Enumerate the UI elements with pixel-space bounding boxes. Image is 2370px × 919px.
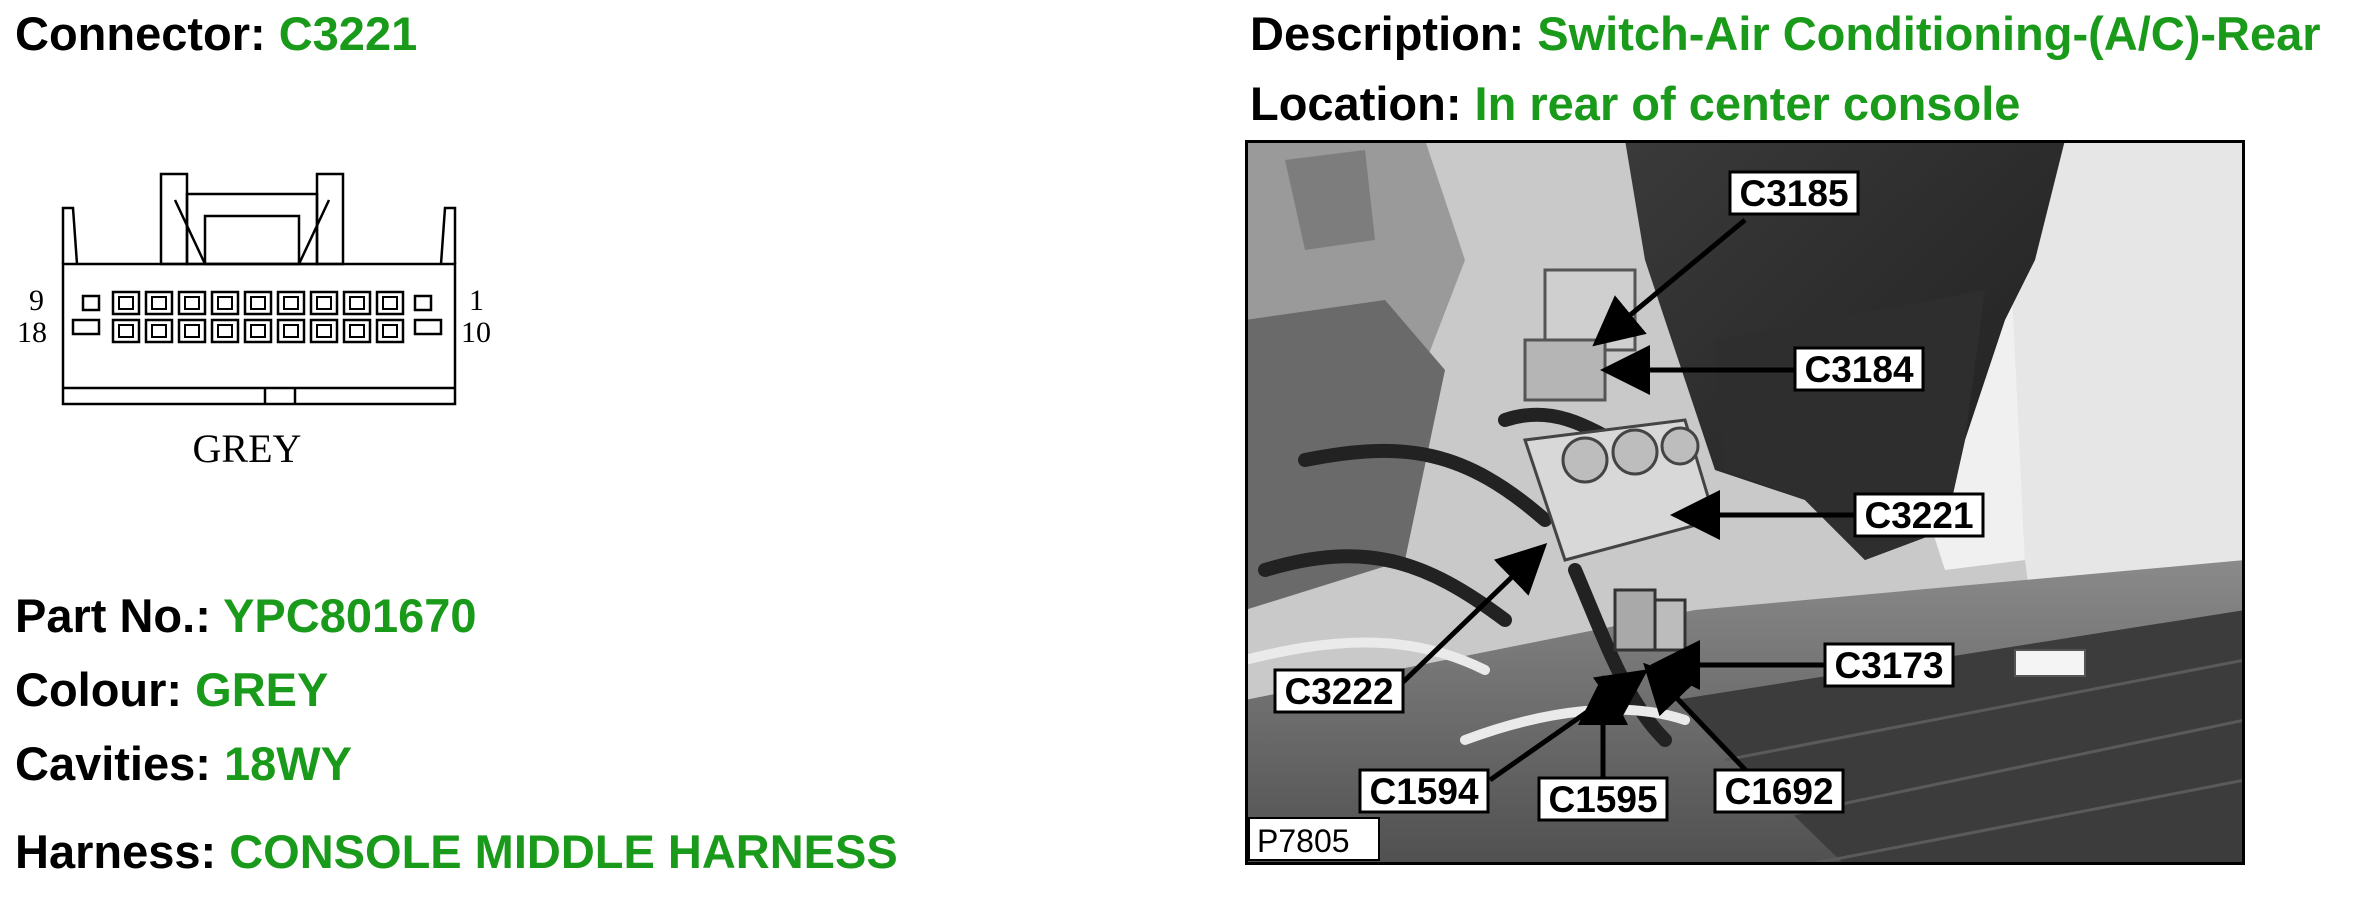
harness-value: CONSOLE MIDDLE HARNESS bbox=[229, 825, 898, 878]
part-number-line: Part No.: YPC801670 bbox=[15, 592, 477, 639]
connector-face-diagram: 9 18 1 10 GREY bbox=[17, 172, 491, 471]
location-label: Location: bbox=[1250, 77, 1462, 130]
side-tab-left bbox=[61, 206, 79, 265]
pin-cavity bbox=[177, 318, 207, 344]
pin-terminal bbox=[217, 324, 233, 338]
pin-cavity bbox=[309, 290, 339, 316]
pin-cavity bbox=[309, 318, 339, 344]
pin-cavity bbox=[243, 290, 273, 316]
pin-cavity bbox=[276, 290, 306, 316]
pin-terminal bbox=[382, 296, 398, 310]
pin-terminal bbox=[316, 296, 332, 310]
connector-heading: Connector: C3221 bbox=[15, 10, 417, 57]
callout-c3184: C3184 bbox=[1804, 349, 1913, 390]
pin-number-9: 9 bbox=[29, 284, 44, 317]
callout-c1595: C1595 bbox=[1548, 779, 1657, 820]
cavities-value: 18WY bbox=[223, 737, 352, 790]
colour-label: Colour: bbox=[15, 663, 183, 716]
pin-cavity bbox=[111, 290, 141, 316]
pin-terminal bbox=[184, 324, 200, 338]
pin-cavity bbox=[144, 318, 174, 344]
pin-terminal bbox=[118, 296, 134, 310]
connector-body bbox=[61, 262, 457, 406]
pin-cavity bbox=[276, 318, 306, 344]
arrow-c3185 bbox=[1592, 218, 1747, 347]
pin-terminal bbox=[184, 296, 200, 310]
side-tab-right bbox=[439, 206, 457, 265]
pin-terminal bbox=[118, 324, 134, 338]
pin-terminal bbox=[349, 296, 365, 310]
ac-switch-module bbox=[1522, 418, 1717, 562]
latch-frame bbox=[185, 192, 319, 266]
pin-cavity bbox=[375, 318, 405, 344]
callout-c3221: C3221 bbox=[1864, 495, 1973, 536]
pin-cavities bbox=[111, 290, 405, 344]
description-value: Switch-Air Conditioning-(A/C)-Rear bbox=[1537, 7, 2321, 60]
connector-value: C3221 bbox=[278, 7, 418, 60]
latch-inner bbox=[203, 214, 301, 266]
pin-cavity bbox=[111, 318, 141, 344]
connector-colour-label: GREY bbox=[193, 426, 302, 471]
callout-c1594: C1594 bbox=[1369, 771, 1478, 812]
pin-terminal bbox=[283, 324, 299, 338]
pin-terminal bbox=[349, 324, 365, 338]
harness-label: Harness: bbox=[15, 825, 217, 878]
description-label: Description: bbox=[1250, 7, 1525, 60]
pin-terminal bbox=[382, 324, 398, 338]
cavities-label: Cavities: bbox=[15, 737, 211, 790]
callout-c3222: C3222 bbox=[1284, 671, 1393, 712]
connector-label: Connector: bbox=[15, 7, 266, 60]
pin-cavity bbox=[342, 290, 372, 316]
pin-number-18: 18 bbox=[17, 316, 47, 349]
harness-line: Harness: CONSOLE MIDDLE HARNESS bbox=[15, 828, 898, 875]
callout-c1692: C1692 bbox=[1724, 771, 1833, 812]
pin-terminal bbox=[283, 296, 299, 310]
pin-number-1: 1 bbox=[469, 284, 484, 317]
pin-cavity bbox=[210, 318, 240, 344]
pin-terminal bbox=[250, 296, 266, 310]
pin-cavity bbox=[243, 318, 273, 344]
location-photo: C3185 C3184 C3221 C3222 C3173 C1594 C159… bbox=[1245, 140, 2245, 865]
pin-terminal bbox=[151, 296, 167, 310]
part-number-value: YPC801670 bbox=[223, 589, 477, 642]
pin-terminal bbox=[151, 324, 167, 338]
location-value: In rear of center console bbox=[1474, 77, 2021, 130]
photo-reference: P7805 bbox=[1257, 823, 1350, 859]
pin-terminal bbox=[250, 324, 266, 338]
description-line: Description: Switch-Air Conditioning-(A/… bbox=[1250, 10, 2321, 57]
colour-value: GREY bbox=[195, 663, 329, 716]
pin-cavity bbox=[210, 290, 240, 316]
pin-cavity bbox=[144, 290, 174, 316]
callout-c3185: C3185 bbox=[1739, 173, 1848, 214]
pin-terminal bbox=[217, 296, 233, 310]
location-line: Location: In rear of center console bbox=[1250, 80, 2020, 127]
pin-number-10: 10 bbox=[461, 316, 491, 349]
part-number-label: Part No.: bbox=[15, 589, 211, 642]
pin-terminal bbox=[316, 324, 332, 338]
callout-c3173: C3173 bbox=[1834, 645, 1943, 686]
arrow-c1692 bbox=[1643, 662, 1757, 782]
arrow-c3222 bbox=[1398, 543, 1548, 687]
pin-cavity bbox=[177, 290, 207, 316]
pin-cavity bbox=[375, 290, 405, 316]
colour-line: Colour: GREY bbox=[15, 666, 328, 713]
pin-cavity bbox=[342, 318, 372, 344]
cavities-line: Cavities: 18WY bbox=[15, 740, 352, 787]
